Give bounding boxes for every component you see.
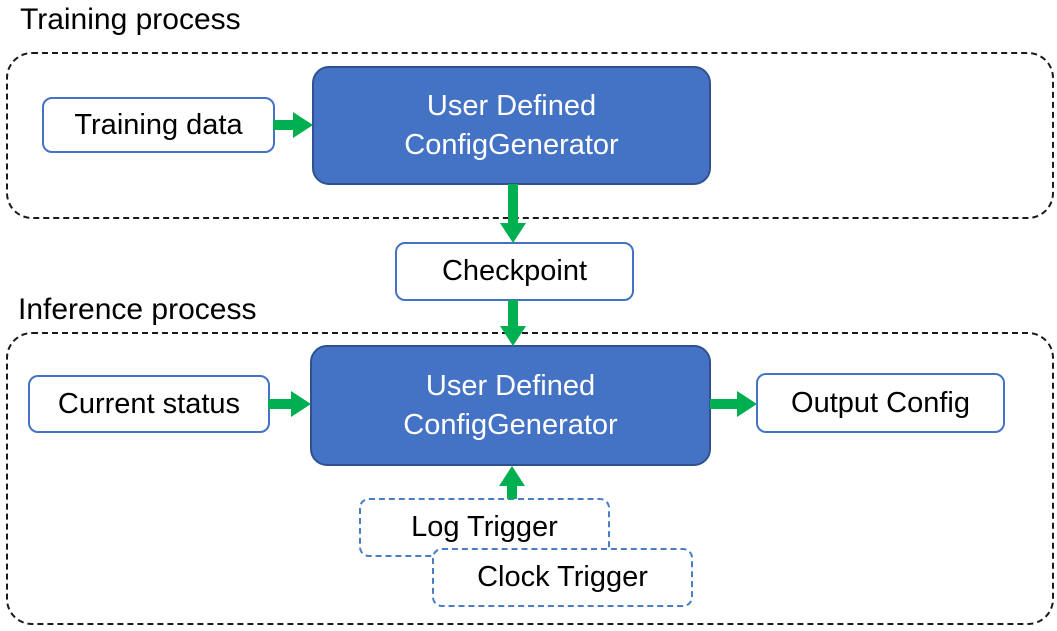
arrow-generator-to-checkpoint <box>499 184 527 243</box>
training-process-container <box>6 52 1054 219</box>
arrow-shaft <box>508 300 518 328</box>
arrow-training-data-to-generator <box>273 111 313 139</box>
current-status-label: Current status <box>57 387 241 420</box>
output-config-box: Output Config <box>756 373 1005 433</box>
arrow-head-up-icon <box>499 466 525 486</box>
config-generator-inference-line2: ConfigGenerator <box>403 408 618 441</box>
inference-process-label: Inference process <box>18 293 257 326</box>
arrow-head-right-icon <box>737 391 757 417</box>
config-generator-inference-box: User Defined ConfigGenerator <box>310 345 711 466</box>
arrow-generator-to-output-config <box>710 390 757 418</box>
clock-trigger-label: Clock Trigger <box>477 561 648 593</box>
arrow-head-down-icon <box>500 223 526 243</box>
config-generator-training-box: User Defined ConfigGenerator <box>312 66 711 185</box>
log-trigger-box: Log Trigger <box>359 498 610 557</box>
arrow-shaft <box>508 184 518 225</box>
arrow-shaft <box>273 120 295 130</box>
checkpoint-box: Checkpoint <box>395 242 634 301</box>
current-status-box: Current status <box>28 375 270 433</box>
arrow-shaft <box>710 399 739 409</box>
arrow-head-down-icon <box>500 326 526 346</box>
config-generator-inference-line1: User Defined <box>425 369 596 402</box>
arrow-checkpoint-to-generator <box>499 300 527 346</box>
config-generator-training-line2: ConfigGenerator <box>404 128 619 161</box>
inference-process-container <box>6 332 1054 625</box>
arrow-head-right-icon <box>293 112 313 138</box>
output-config-label: Output Config <box>791 386 970 419</box>
arrow-shaft <box>507 484 517 499</box>
arrow-head-right-icon <box>291 391 311 417</box>
checkpoint-label: Checkpoint <box>441 255 588 287</box>
arrow-log-trigger-to-generator <box>498 466 526 499</box>
training-data-label: Training data <box>74 108 243 141</box>
training-process-label: Training process <box>20 3 241 36</box>
training-data-box: Training data <box>42 97 275 153</box>
arrow-current-status-to-generator <box>268 390 311 418</box>
log-trigger-label: Log Trigger <box>411 511 558 543</box>
clock-trigger-box: Clock Trigger <box>432 548 693 607</box>
config-generator-training-line1: User Defined <box>426 89 597 122</box>
arrow-shaft <box>268 399 293 409</box>
